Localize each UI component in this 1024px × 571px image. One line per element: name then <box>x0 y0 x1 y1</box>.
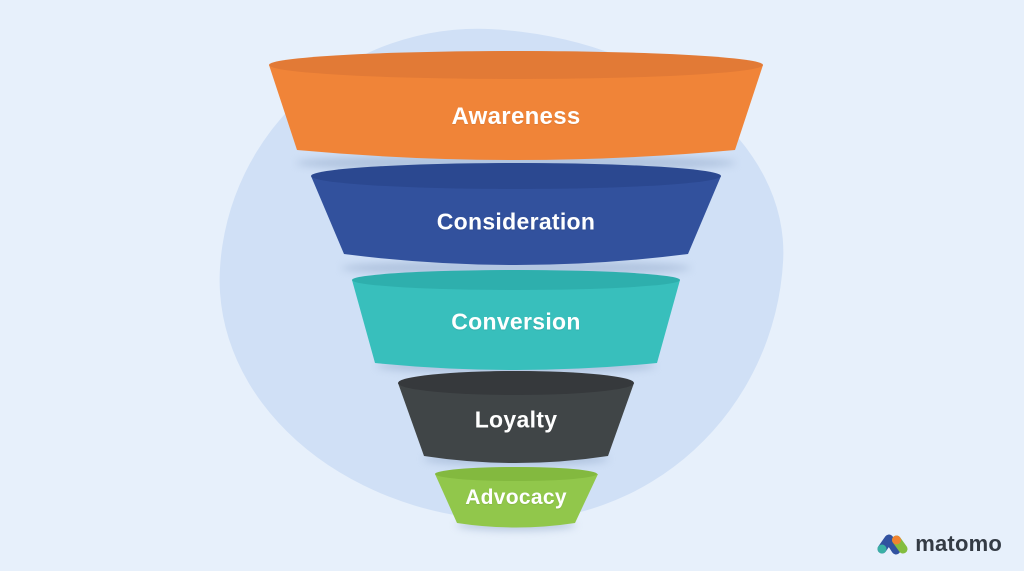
matomo-icon-teal-dot <box>877 544 887 553</box>
matomo-icon <box>877 534 908 554</box>
funnel-stage-loyalty-rim <box>398 371 634 395</box>
matomo-icon-orange-dot <box>892 535 902 544</box>
funnel-stage-consideration-rim <box>311 163 721 189</box>
matomo-wordmark: matomo <box>915 531 1002 556</box>
funnel-stage-loyalty-body <box>398 371 634 463</box>
funnel-stage-awareness-rim <box>269 51 763 79</box>
funnel-stage-awareness-body <box>269 51 763 160</box>
matomo-logo: matomo <box>876 533 1002 555</box>
funnel-stage-conversion-body <box>352 270 680 370</box>
funnel-stage-advocacy-body <box>435 467 598 528</box>
funnel-stage-conversion-rim <box>352 270 680 290</box>
funnel-stage-advocacy-rim <box>435 467 597 481</box>
funnel-stage-consideration-body <box>311 163 721 265</box>
